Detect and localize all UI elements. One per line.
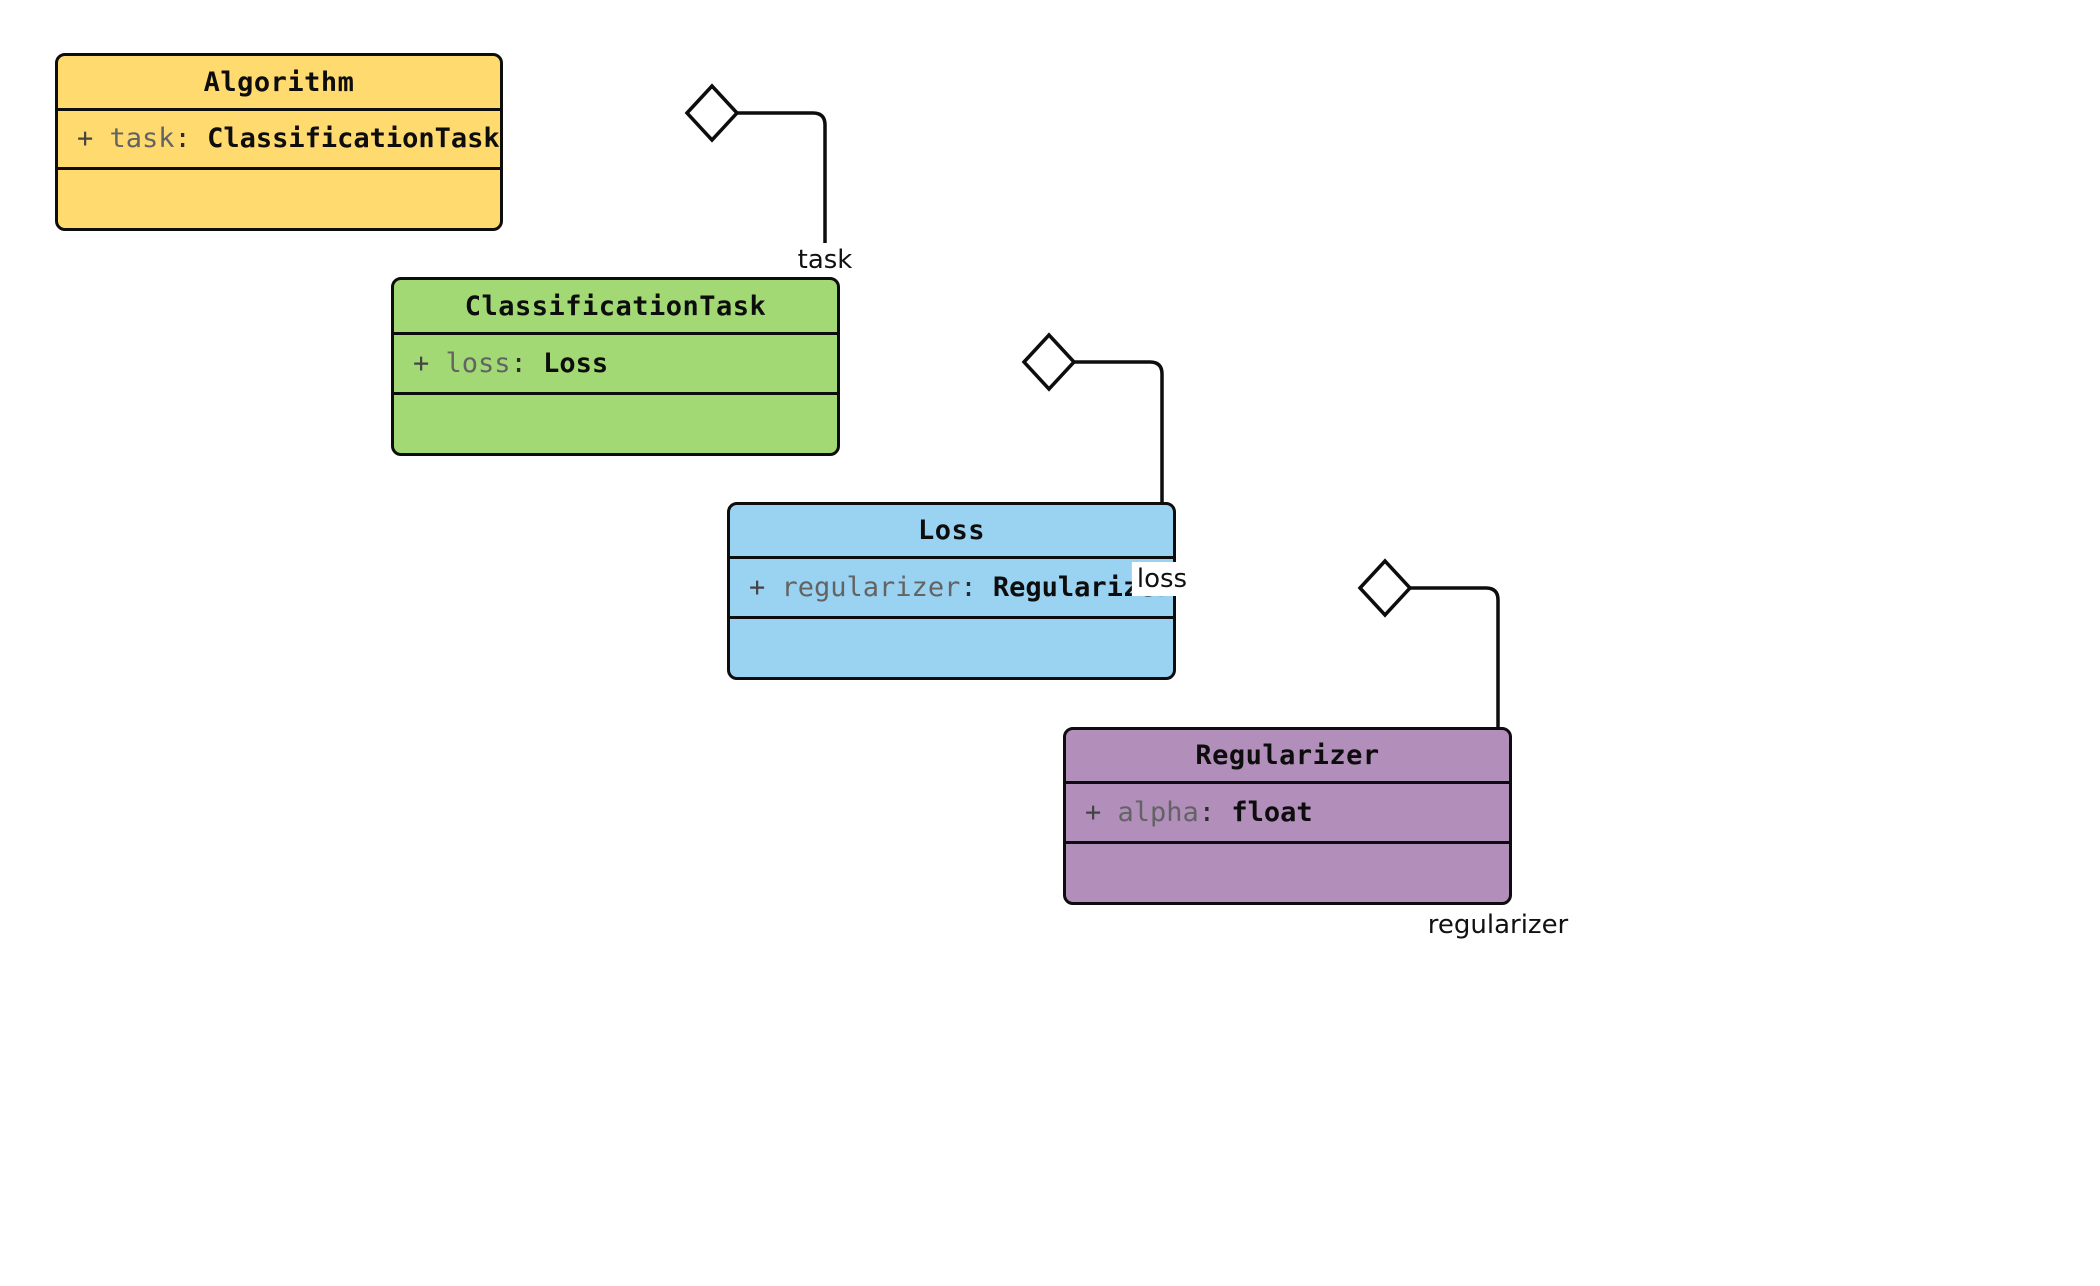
attribute-name: regularizer (781, 571, 961, 603)
attribute-name: alpha (1117, 796, 1199, 828)
aggregation-diamond-icon (684, 83, 740, 143)
attribute-type: Loss (543, 347, 609, 379)
attribute-visibility: + (1085, 796, 1118, 828)
relation-label-task-loss: loss (1131, 562, 1193, 596)
uml-class-name-classification-task: ClassificationTask (394, 280, 837, 335)
relation-line (1074, 360, 1164, 502)
relation-label-algorithm-task: task (792, 243, 858, 277)
attribute-visibility: + (77, 123, 110, 155)
attribute-row: + regularizer: Regularizer (730, 571, 1173, 603)
attribute-separator: : (510, 347, 544, 379)
aggregation-diamond-icon (1357, 558, 1413, 618)
uml-methods-classification-task (394, 395, 837, 453)
relation-line (1410, 586, 1500, 727)
relation-task-loss (1021, 332, 1164, 502)
uml-class-loss[interactable]: Loss + regularizer: Regularizer (727, 502, 1176, 680)
attribute-row: + alpha: float (1066, 796, 1509, 828)
aggregation-diamond-icon (1021, 332, 1077, 392)
uml-attributes-regularizer: + alpha: float (1066, 784, 1509, 844)
uml-class-name-algorithm: Algorithm (58, 56, 500, 111)
uml-attributes-loss: + regularizer: Regularizer (730, 559, 1173, 619)
uml-class-classification-task[interactable]: ClassificationTask + loss: Loss (391, 277, 840, 456)
uml-class-algorithm[interactable]: Algorithm + task: ClassificationTask (55, 53, 503, 231)
attribute-name: task (109, 123, 175, 155)
attribute-visibility: + (413, 347, 446, 379)
attribute-type: float (1231, 796, 1313, 828)
uml-class-name-regularizer: Regularizer (1066, 730, 1509, 784)
relation-loss-regularizer (1357, 558, 1500, 727)
attribute-visibility: + (749, 571, 782, 603)
attribute-name: loss (445, 347, 511, 379)
attribute-row: + loss: Loss (394, 347, 837, 379)
attribute-type: ClassificationTask (207, 123, 500, 155)
attribute-row: + task: ClassificationTask (58, 124, 500, 154)
attribute-separator: : (960, 571, 993, 603)
uml-attributes-algorithm: + task: ClassificationTask (58, 111, 500, 170)
uml-methods-loss (730, 619, 1173, 677)
uml-class-name-loss: Loss (730, 505, 1173, 559)
relation-label-loss-regularizer: regularizer (1422, 908, 1574, 942)
attribute-separator: : (1198, 796, 1232, 828)
uml-attributes-classification-task: + loss: Loss (394, 335, 837, 395)
uml-methods-algorithm (58, 170, 500, 228)
attribute-separator: : (174, 123, 208, 155)
uml-class-regularizer[interactable]: Regularizer + alpha: float (1063, 727, 1512, 905)
uml-methods-regularizer (1066, 844, 1509, 902)
